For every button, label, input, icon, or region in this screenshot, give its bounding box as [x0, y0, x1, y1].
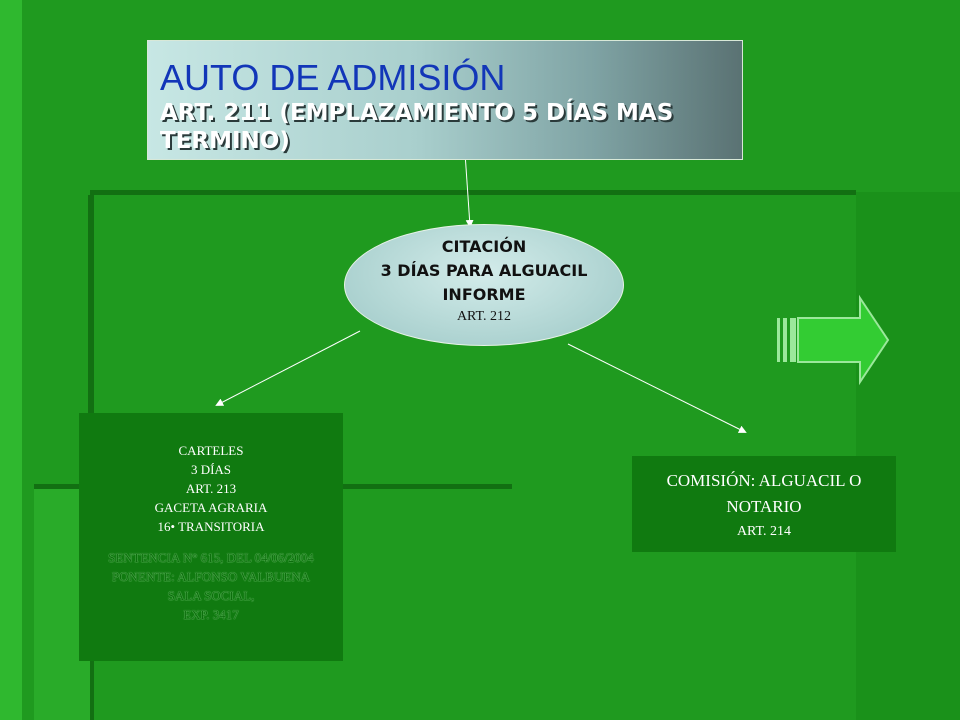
carteles-line2: 3 DÍAS: [190, 462, 232, 477]
bg-left-strip: [0, 0, 22, 720]
carteles-line5: 16• TRANSITORIA: [157, 519, 265, 534]
comision-art: ART. 214: [736, 524, 792, 539]
right-arrow-icon: [777, 294, 890, 386]
comision-node: COMISIÓN: ALGUACIL O NOTARIO ART. 214: [632, 456, 896, 552]
bg-top-line: [90, 190, 856, 195]
carteles-line3: ART. 213: [185, 481, 237, 496]
sentencia-line4: EXP. 3417: [183, 607, 239, 622]
citacion-line1: CITACIÓN: [441, 237, 527, 256]
sentencia-line1: SENTENCIA N° 615, DEL 04/06/2004: [108, 550, 314, 565]
carteles-node: CARTELES 3 DÍAS ART. 213 GACETA AGRARIA …: [79, 413, 343, 661]
carteles-spacer: [79, 536, 343, 548]
title-sub: ART. 211 (EMPLAZAMIENTO 5 DÍAS MAS TERMI…: [160, 100, 674, 154]
comision-line2: NOTARIO: [726, 497, 802, 516]
title-box: AUTO DE ADMISIÓN ART. 211 (EMPLAZAMIENTO…: [147, 40, 743, 160]
citacion-line2: 3 DÍAS PARA ALGUACIL: [380, 261, 588, 280]
citacion-art: ART. 212: [456, 309, 512, 324]
sentencia-line2: PONENTE: ALFONSO VALBUENA: [111, 569, 311, 584]
title-main: AUTO DE ADMISIÓN: [160, 57, 506, 98]
carteles-line4: GACETA AGRARIA: [154, 500, 268, 515]
comision-line1: COMISIÓN: ALGUACIL O: [666, 471, 862, 490]
carteles-line1: CARTELES: [178, 443, 244, 458]
sentencia-line3: SALA SOCIAL,: [167, 588, 255, 603]
connector-citacion-to-comision: [567, 343, 747, 433]
connector-citacion-to-carteles: [215, 330, 361, 406]
citacion-line3: INFORME: [442, 285, 526, 304]
citacion-node: CITACIÓN 3 DÍAS PARA ALGUACIL INFORME AR…: [344, 224, 624, 346]
